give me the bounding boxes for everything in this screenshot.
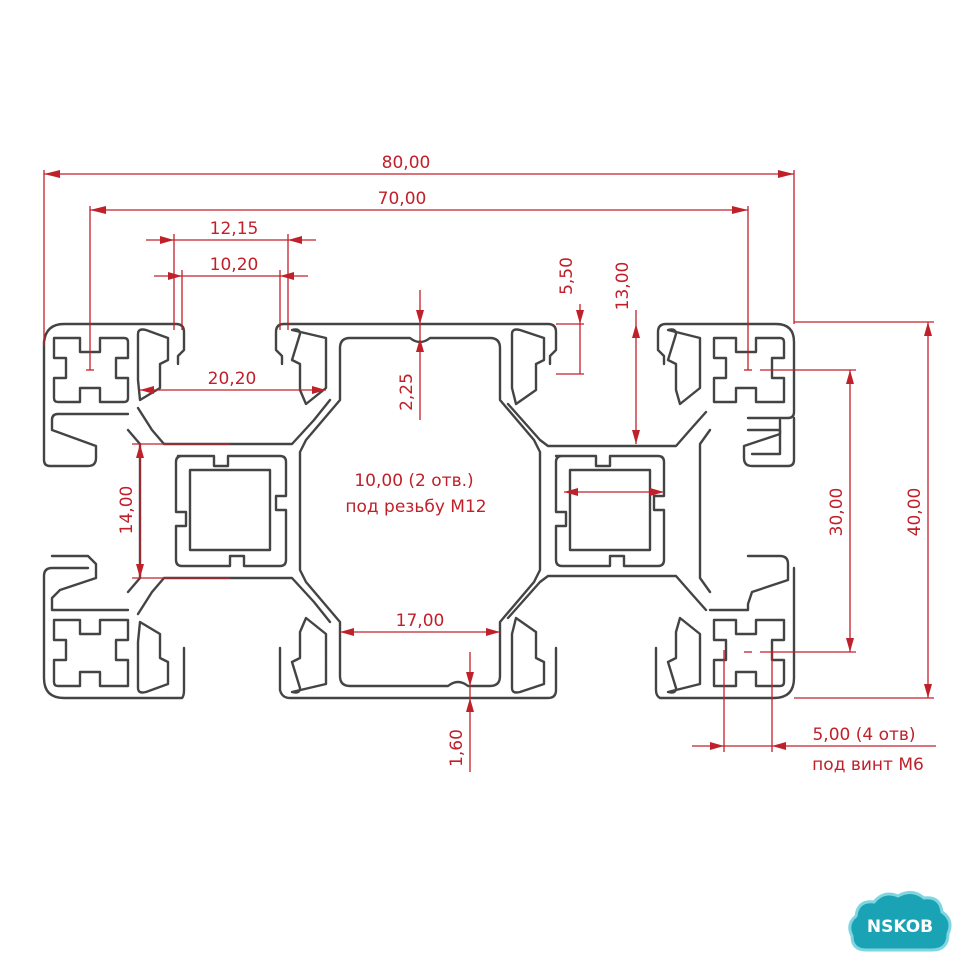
dim-wall-bottom: 1,60 <box>447 729 467 767</box>
dim-core-offset: 20,20 <box>208 369 257 389</box>
nskob-logo: NSKOB <box>848 891 952 952</box>
dim-center-hole: 10,00 (2 отв.) <box>354 471 473 491</box>
dimension-lines <box>43 170 936 772</box>
core-square-right <box>554 454 666 568</box>
dim-corner-hole-note: под винт М6 <box>812 755 924 775</box>
dim-top-depth: 13,00 <box>613 262 633 311</box>
dim-overall-height: 40,00 <box>905 488 925 537</box>
dim-hole-spacing-height: 30,00 <box>827 488 847 537</box>
dim-corner-hole: 5,00 (4 отв) <box>812 725 915 745</box>
corner-channel-tl <box>52 336 130 404</box>
profile-outline <box>42 322 796 700</box>
dimension-labels: 80,00 70,00 12,15 10,20 5,50 13,00 20,20… <box>117 153 925 775</box>
dim-hole-spacing-width: 70,00 <box>378 189 427 209</box>
center-cavity <box>298 336 542 688</box>
corner-channels <box>52 336 786 688</box>
dim-center-hole-note: под резьбу М12 <box>345 497 486 517</box>
logo-text: NSKOB <box>867 917 933 937</box>
dim-overall-width: 80,00 <box>382 153 431 173</box>
dim-core-height: 14,00 <box>117 486 137 535</box>
corner-channel-br <box>712 618 786 688</box>
corner-channel-tr <box>712 336 786 404</box>
corner-channel-bl <box>52 618 130 688</box>
dim-slot-outer: 12,15 <box>210 219 259 239</box>
profile-body <box>42 322 796 700</box>
dim-wall-top: 2,25 <box>397 373 417 411</box>
dim-bottom-span: 17,00 <box>396 611 445 631</box>
dim-top-lip-depth: 5,50 <box>557 257 577 295</box>
core-square-left <box>174 454 288 568</box>
dim-slot-inner: 10,20 <box>210 255 259 275</box>
